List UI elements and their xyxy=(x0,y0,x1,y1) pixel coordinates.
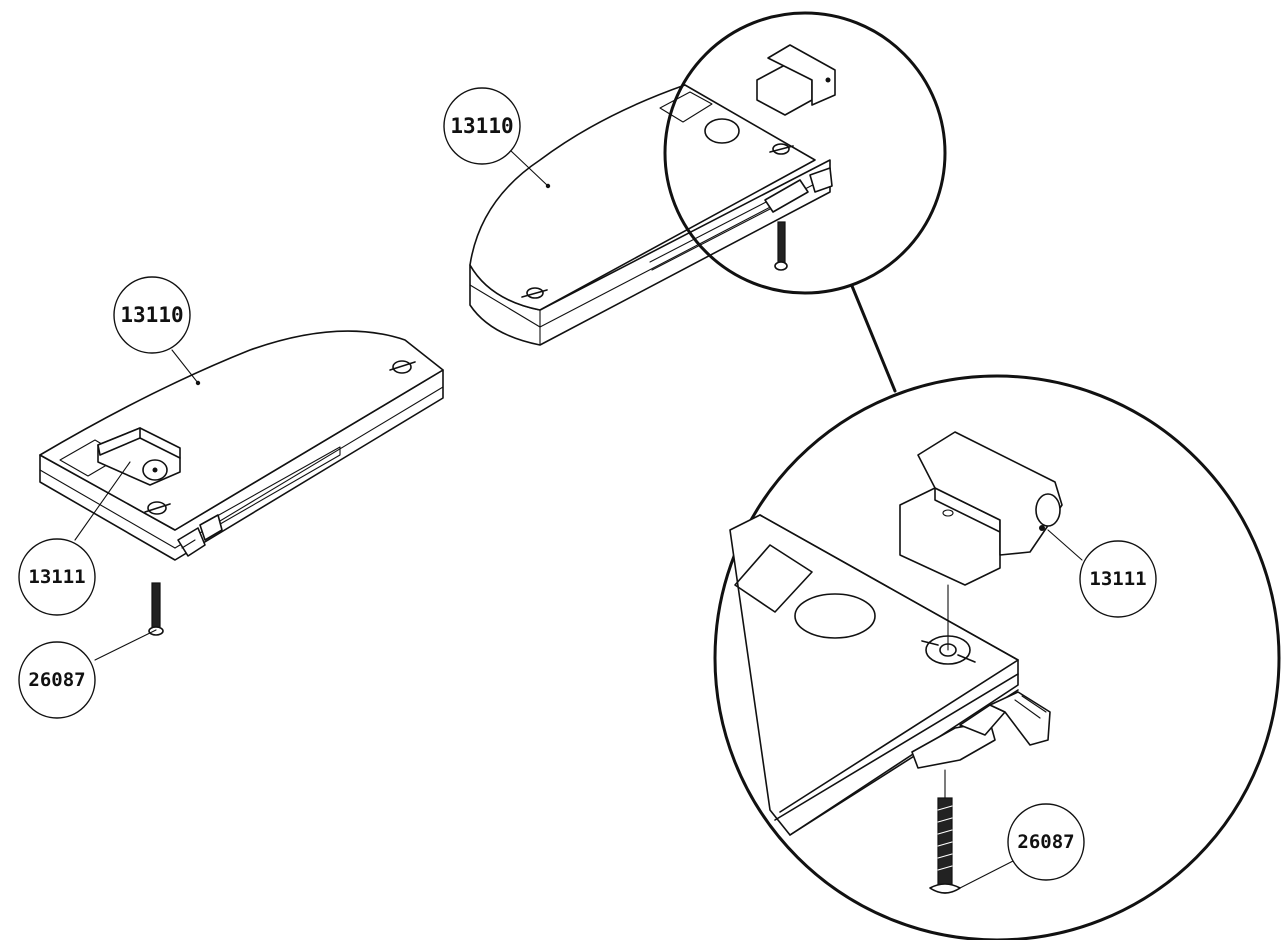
detail-circle xyxy=(713,374,1281,940)
callout-13111-left: 13111 xyxy=(18,538,96,616)
leader-line xyxy=(171,349,199,384)
callout-label: 13110 xyxy=(450,114,513,138)
detail-screw xyxy=(929,769,961,894)
callout-label: 26087 xyxy=(1017,831,1074,853)
callout-label: 26087 xyxy=(28,669,85,691)
keyhole-slot xyxy=(769,143,794,155)
callout-26087-left: 26087 xyxy=(18,641,96,719)
detail-housing xyxy=(729,514,1051,836)
detail-bracket xyxy=(899,431,1063,651)
keyhole-slot xyxy=(521,287,548,299)
detail-view xyxy=(713,374,1281,940)
right-screw xyxy=(774,221,788,271)
keyhole-slot xyxy=(389,360,416,374)
right-bracket xyxy=(756,44,836,116)
right-assembly xyxy=(469,44,836,346)
leader-line xyxy=(74,461,131,541)
callout-13110-left: 13110 xyxy=(113,276,191,354)
keyhole-slot xyxy=(144,501,171,515)
detail-leader-line xyxy=(850,284,897,393)
callout-label: 13111 xyxy=(28,566,85,588)
leader-line xyxy=(94,629,157,661)
callout-label: 13110 xyxy=(120,303,183,327)
callout-label: 13111 xyxy=(1089,568,1146,590)
leader-line xyxy=(509,149,549,187)
callout-13111-detail: 13111 xyxy=(1079,540,1157,618)
callout-26087-detail: 26087 xyxy=(1007,803,1085,881)
leader-line xyxy=(1047,529,1083,561)
left-assembly xyxy=(39,330,444,636)
leader-line xyxy=(959,859,1016,889)
callout-13110-right: 13110 xyxy=(443,87,521,165)
detail-source-circle xyxy=(663,11,947,295)
right-housing xyxy=(469,84,833,346)
left-screw xyxy=(148,582,164,636)
left-bracket xyxy=(97,427,181,486)
